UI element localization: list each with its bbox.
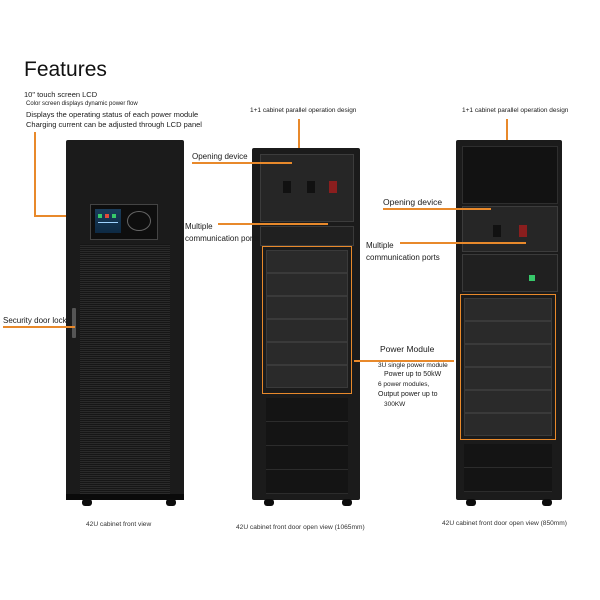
power-module-highlight [460,294,556,440]
lcd-leader-horizontal [34,215,96,217]
wheel [542,499,552,506]
breaker-switch[interactable] [283,181,291,193]
breaker-switch[interactable] [307,181,315,193]
cabinet-base [66,494,184,500]
wheel [342,499,352,506]
pm-line-1: 3U single power module [378,362,448,369]
power-module [464,390,552,413]
caption-open-850: 42U cabinet front door open view (850mm) [442,520,567,527]
top-cover [462,146,558,204]
power-module [266,365,348,388]
switch-panel [462,206,558,252]
blank-panel [464,468,552,492]
lcd-indicator-green-2 [112,214,116,218]
comm-leader-2 [400,242,526,244]
lcd-line-4: Charging current can be adjusted through… [26,120,202,129]
lcd-screen [95,209,121,233]
lcd-line-1: 10" touch screen LCD [24,90,98,99]
comm-label-2a: Multiple [366,241,394,250]
power-module [464,344,552,367]
power-module [464,413,552,436]
comm-label-2b: communication ports [366,253,440,262]
lcd-leader-vertical [34,132,36,216]
power-module [464,298,552,321]
comm-ports-panel [260,226,354,246]
power-module [266,273,348,296]
power-module [464,321,552,344]
parallel-leader-2 [506,119,508,149]
power-module-highlight [262,246,352,394]
breaker-switch[interactable] [493,225,501,237]
blank-panel [266,398,348,422]
lcd-line-3: Displays the operating status of each po… [26,110,199,119]
cabinet-front-view [66,140,184,500]
door-lock-handle[interactable] [72,308,76,338]
breaker-switch-red[interactable] [329,181,337,193]
power-module [266,296,348,319]
opening-label-2: Opening device [383,197,443,207]
comm-ports-panel [462,254,558,292]
power-module-stack [266,250,348,390]
blank-panel [266,470,348,494]
wheel [466,499,476,506]
wheel [82,499,92,506]
wheel [166,499,176,506]
power-module-label: Power Module [380,344,435,354]
status-led [529,275,535,281]
power-module [266,250,348,273]
page-title: Features [24,58,107,81]
parallel-label-1: 1+1 cabinet parallel operation design [250,107,357,114]
cabinet-open-1065 [252,148,360,500]
switch-panel [260,154,354,222]
caption-open-1065: 42U cabinet front door open view (1065mm… [236,524,365,531]
blank-panels [266,398,348,494]
parallel-leader-1 [298,119,300,155]
pm-line-4: Output power up to [378,391,438,398]
pm-line-3: 6 power modules, [378,381,430,388]
wheel [264,499,274,506]
opening-leader-2 [383,208,491,210]
lcd-flow-line [98,222,118,223]
blank-panel [266,446,348,470]
blank-panel [464,444,552,468]
lcd-indicator-green [98,214,102,218]
power-module [266,342,348,365]
security-lock-label: Security door lock [3,316,67,325]
blank-panel [266,422,348,446]
opening-leader-1 [192,162,292,164]
cabinet-open-850 [456,140,562,500]
lcd-line-2: Color screen displays dynamic power flow [26,101,138,107]
logo-mark [127,211,151,231]
comm-label-1b: communication ports [185,234,259,243]
comm-label-1a: Multiple [185,222,213,231]
security-lock-leader [3,326,75,328]
breaker-switch-red[interactable] [519,225,527,237]
front-door-mesh [80,244,170,494]
parallel-label-2: 1+1 cabinet parallel operation design [462,107,569,114]
power-module [464,367,552,390]
pm-line-5: 300KW [384,401,406,408]
power-module-leader [354,360,454,362]
opening-label-1: Opening device [192,152,248,161]
blank-panels [464,444,552,492]
lcd-indicator-red [105,214,109,218]
caption-front: 42U cabinet front view [86,521,152,528]
comm-leader-1 [218,223,328,225]
lcd-panel [90,204,158,240]
power-module-stack [464,298,552,436]
pm-line-2: Power up to 50kW [384,371,442,378]
power-module [266,319,348,342]
